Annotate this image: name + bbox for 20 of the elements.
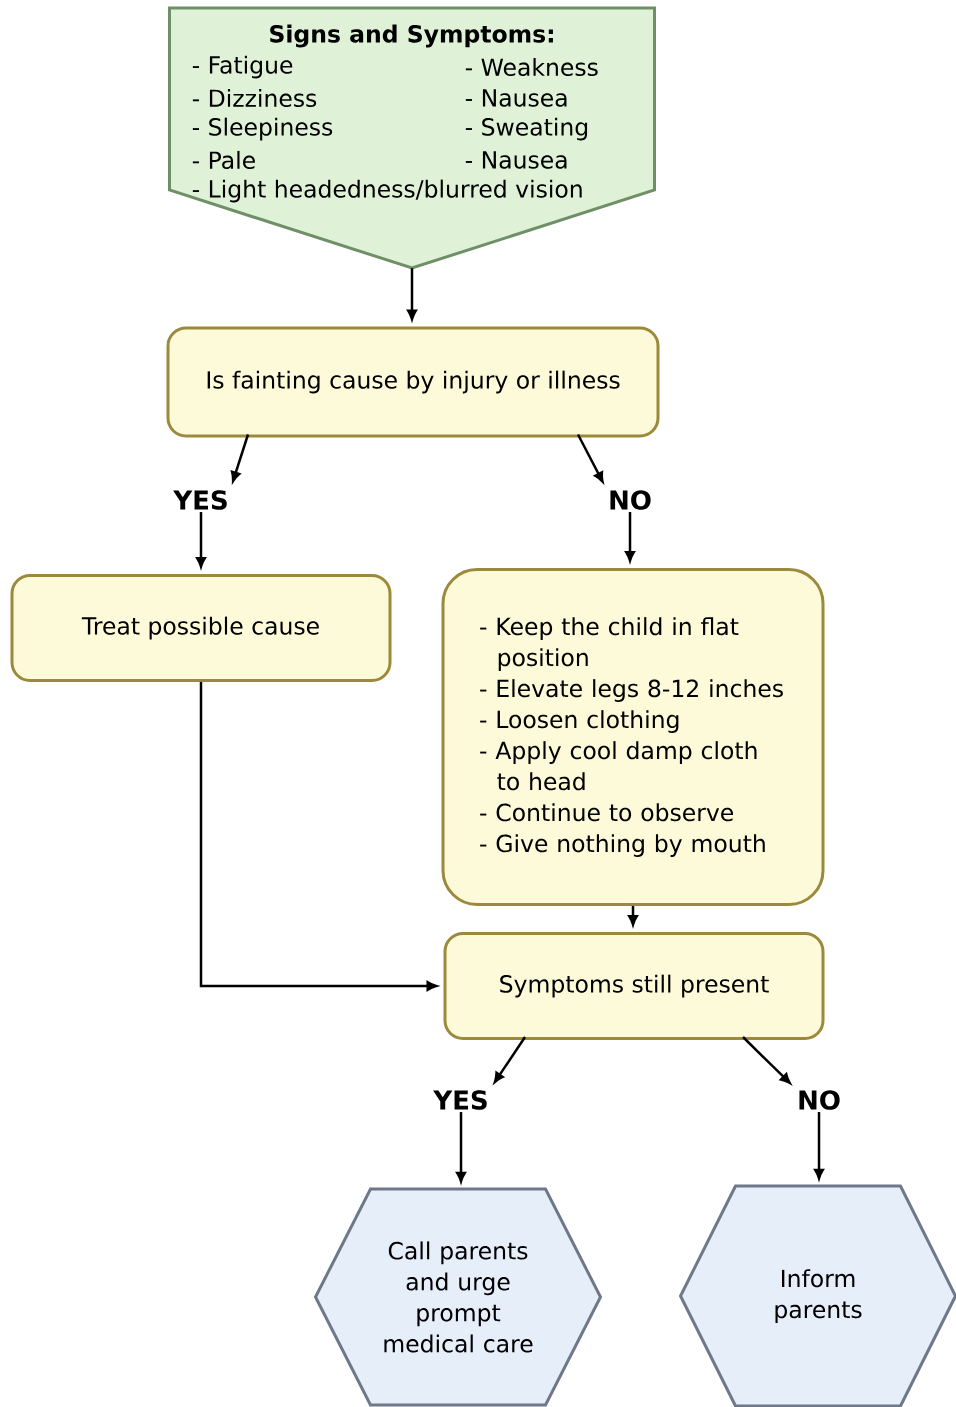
pentagon-box: Signs and Symptoms: - Fatigue - Weakness - Dizziness - Nausea - Sleepiness - Sweating - Pale - Nausea - Light headedness/blurred vision	[168, 6, 656, 270]
arrow	[230, 434, 250, 483]
branch-label: NO	[799, 1090, 840, 1110]
arrow	[576, 433, 604, 483]
process-box: Symptoms still present	[443, 932, 825, 1040]
process-box: - Keep the child in flat position - Elevate legs 8-12 inches - Loosen clothing - Apply cool damp cloth to head - Continue to observe - Give nothing by mouth	[441, 568, 825, 906]
process-box: Treat possible cause	[10, 574, 392, 682]
process-box: Is fainting cause by injury or illness	[166, 326, 660, 438]
branch-label: YES	[173, 490, 227, 510]
arrow	[628, 906, 638, 926]
branch-label: NO	[610, 490, 651, 510]
arrow	[814, 1112, 824, 1180]
arrow	[456, 1112, 466, 1183]
arrow	[625, 512, 635, 562]
arrow	[407, 268, 417, 321]
arrow	[493, 1036, 527, 1083]
arrow	[196, 512, 206, 568]
arrow	[742, 1036, 791, 1084]
branch-label: YES	[433, 1090, 487, 1110]
arrow	[199, 682, 438, 991]
